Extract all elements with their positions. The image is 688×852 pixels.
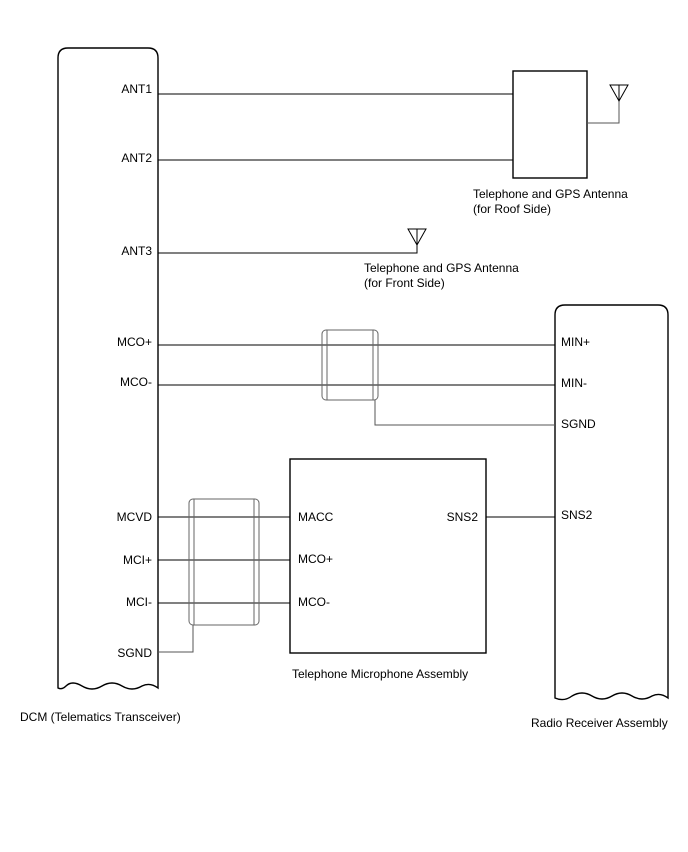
- radio-receiver-connector: [554, 304, 669, 701]
- wire-ant3: [158, 238, 418, 254]
- pin-mco-minus: MCO-: [120, 375, 152, 389]
- pin-radio-sgnd: SGND: [561, 417, 596, 431]
- roof-antenna-box: [512, 70, 588, 179]
- shield-upper: [321, 329, 555, 426]
- microphone-assembly-label: Telephone Microphone Assembly: [292, 667, 468, 681]
- pin-ant2: ANT2: [121, 151, 152, 165]
- pin-mic-mco-plus: MCO+: [298, 552, 333, 566]
- pin-mci-minus: MCI-: [126, 595, 152, 609]
- pin-mci-plus: MCI+: [123, 553, 152, 567]
- pin-min-minus: MIN-: [561, 376, 587, 390]
- front-antenna-label-1: Telephone and GPS Antenna: [364, 261, 519, 275]
- pin-mic-sns2: SNS2: [447, 510, 479, 524]
- shield-lower: [158, 498, 260, 653]
- pin-radio-sns2: SNS2: [561, 508, 593, 522]
- dcm-label: DCM (Telematics Transceiver): [20, 710, 181, 724]
- microphone-assembly-box: [289, 458, 487, 654]
- pin-mic-mco-minus: MCO-: [298, 595, 330, 609]
- pin-dcm-sgnd: SGND: [117, 646, 152, 660]
- roof-antenna-label-2: (for Roof Side): [473, 202, 551, 216]
- pin-min-plus: MIN+: [561, 335, 590, 349]
- front-antenna-label-2: (for Front Side): [364, 276, 445, 290]
- pin-mcvd: MCVD: [117, 510, 153, 524]
- wire-roof-antenna-element: [587, 95, 620, 124]
- pin-macc: MACC: [298, 510, 334, 524]
- pin-mco-plus: MCO+: [117, 335, 152, 349]
- pin-ant3: ANT3: [121, 244, 152, 258]
- dcm-connector: [57, 47, 159, 690]
- radio-receiver-label: Radio Receiver Assembly: [531, 716, 668, 730]
- roof-antenna-label-1: Telephone and GPS Antenna: [473, 187, 628, 201]
- front-antenna-icon: [407, 228, 427, 247]
- roof-antenna-icon: [609, 84, 629, 103]
- pin-ant1: ANT1: [121, 82, 152, 96]
